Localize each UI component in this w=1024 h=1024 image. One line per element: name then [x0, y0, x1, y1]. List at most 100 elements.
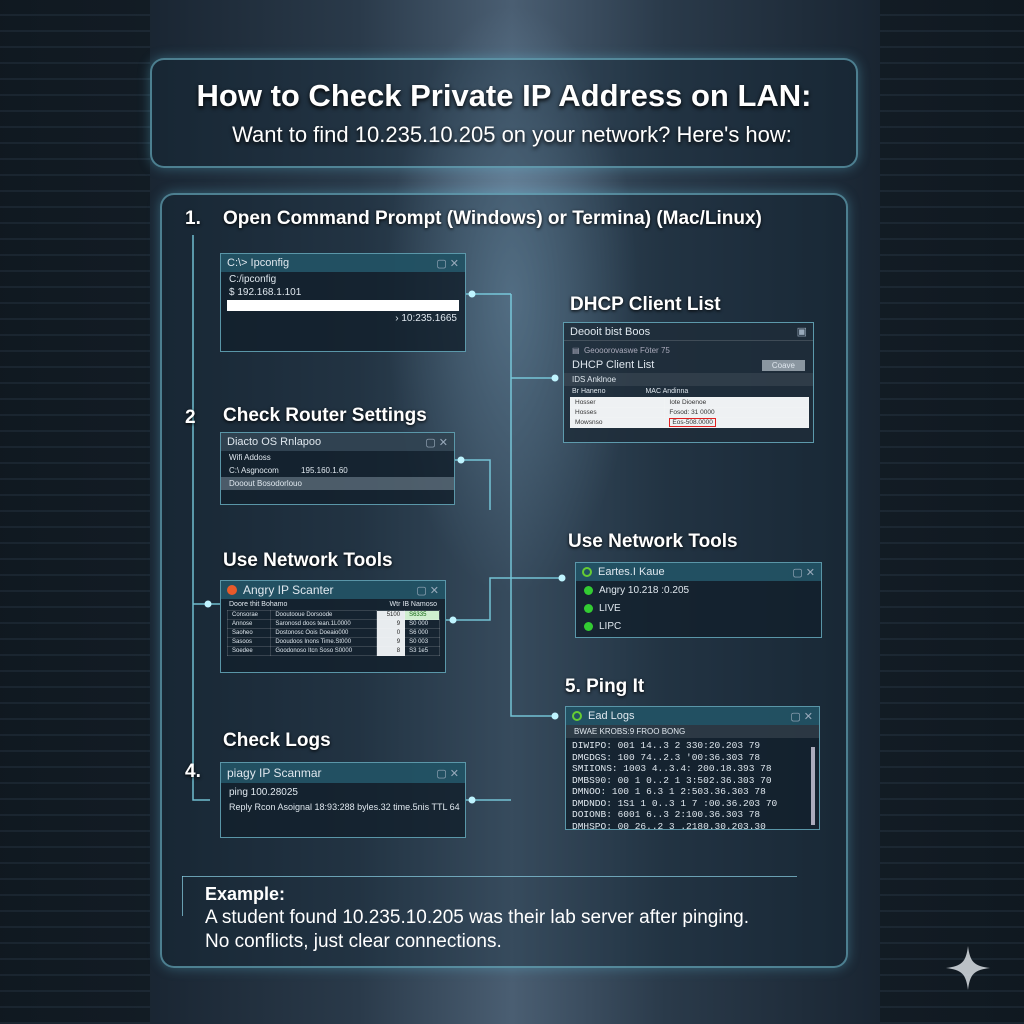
scan-cell: Dooudoos Inons Time.St000: [270, 637, 378, 647]
log-line: DMGDGS: 100 74..2.3 '00:36.303 78: [572, 751, 761, 763]
scan-cell: S0 000: [404, 619, 440, 629]
live-dot-icon: [584, 621, 593, 631]
connector-tools: [446, 577, 565, 621]
scrollbar[interactable]: [811, 747, 815, 825]
logs-title: Check Logs: [223, 730, 331, 751]
window-title: Eartes.I Kaue: [598, 566, 665, 578]
log-line: DMHSPO: 00 26..2 3 .2180.30.203.30: [572, 820, 766, 830]
close-icon[interactable]: ▢ ✕: [792, 566, 815, 579]
log-line: DMDNDO: 1S1 1 0..3 1 7 :00.36.203 70: [572, 797, 778, 809]
live-dot-icon: [584, 603, 593, 613]
example-line-1: A student found 10.235.10.205 was their …: [205, 907, 749, 928]
scan-cell: S3 1e5: [404, 646, 440, 656]
terminal-line: C:/ipconfig: [229, 274, 277, 285]
status-icon: [582, 567, 592, 577]
dhcp-section: IDS Anklnoe: [564, 373, 813, 386]
scan-cell: S6335: [404, 610, 440, 620]
cell: Iote Dioenoe: [664, 397, 810, 408]
status-line: LIPC: [576, 616, 821, 634]
scan-cell: Dostonosc Oois Doeaio000: [270, 628, 378, 638]
log-line: DIWIPO: 001 14..3 2 330:20.203 79: [572, 740, 761, 751]
window-title: C:\> Ipconfig: [227, 257, 290, 269]
scan-cell: 8: [376, 646, 406, 656]
window-title: Diacto OS Rnlapoo: [227, 436, 322, 448]
scan-cell: Saoheo: [226, 628, 272, 638]
tools-left-title: Use Network Tools: [223, 550, 393, 571]
ping-command: ping 100.28025: [229, 787, 298, 798]
page-title: How to Check Private IP Address on LAN:: [196, 78, 812, 113]
log-line: DOIONB: 6001 6..3 2:100.36.303 78: [572, 809, 761, 820]
connector-right-trunk: [510, 294, 555, 717]
logs-icon: [572, 711, 582, 721]
tools-right-title: Use Network Tools: [568, 531, 738, 552]
highlighted-cell: Eos-508.0000: [664, 417, 810, 428]
status-text: LIVE: [599, 603, 621, 614]
router-field: C:\ Asgnocom 195.160.1.60: [221, 464, 454, 477]
window-title: Angry IP Scanter: [243, 583, 334, 597]
router-window: Diacto OS Rnlapoo▢ ✕ Wifi Addoss C:\ Asg…: [220, 432, 455, 505]
dhcp-subtitle: ▤ Geooorovaswe Föter 75: [572, 346, 670, 355]
scan-cell: Saronosd doos tean.1L0000: [270, 619, 378, 629]
log-line: SMIIONS: 1003 4..3.4: 200.18.393 78: [572, 763, 772, 774]
server-rack-left: [0, 0, 150, 1024]
logs-header: BWAE KROBS:9 FROO BONG: [566, 725, 819, 738]
close-icon[interactable]: ▢ ✕: [436, 257, 459, 270]
log-line: DMBS90: 00 1 0..2 1 3:502.36.303 70: [572, 774, 772, 786]
step-1-title: Open Command Prompt (Windows) or Termina…: [223, 208, 762, 229]
close-icon[interactable]: ▢ ✕: [425, 436, 448, 449]
step-1-number: 1.: [185, 208, 201, 229]
ping-title: 5. Ping It: [565, 676, 645, 697]
status-line: Angry 10.218 :0.205: [576, 581, 821, 598]
scan-cell: Goodonoso Itcn Soso S0000: [270, 646, 378, 656]
column-header: Br Haneno: [572, 388, 606, 395]
dhcp-columns: Br Haneno MAC Andinna: [564, 386, 813, 397]
scan-cell: S0 003: [404, 637, 440, 647]
close-icon[interactable]: ▢ ✕: [790, 710, 813, 723]
scan-cell: 9: [376, 637, 406, 647]
router-ip: 195.160.1.60: [301, 466, 348, 475]
scan-cell: Dooutooue Dorsoode: [270, 610, 378, 620]
example-divider: [182, 876, 797, 877]
status-text: LIPC: [599, 621, 622, 632]
cell: Hosses: [569, 407, 666, 418]
status-text: Angry 10.218 :0.205: [599, 585, 690, 596]
connector-left-trunk: [192, 235, 210, 801]
ping-reply: Reply Rcon Asoignal 18:93:288 byles.32 t…: [229, 802, 460, 812]
example-bracket: [182, 876, 183, 916]
terminal-result: › 10:235.1665: [395, 313, 457, 324]
status-dot-icon: [584, 585, 593, 595]
field-label: C:\ Asgnocom: [229, 466, 279, 475]
close-icon[interactable]: ▢ ✕: [436, 767, 459, 780]
status-window: Eartes.I Kaue ▢ ✕ Angry 10.218 :0.205 LIV…: [575, 562, 822, 638]
ping-window: piagy IP Scanmar ▢ ✕ ping 100.28025 Reply…: [220, 762, 466, 838]
window-title: piagy IP Scanmar: [227, 766, 322, 780]
dhcp-title: DHCP Client List: [570, 294, 721, 315]
log-line: DMNOO: 100 1 6.3 1 2:503.36.303 78: [572, 786, 766, 797]
scan-cell: 9: [376, 619, 406, 629]
app-logo-icon: [227, 585, 237, 595]
scan-header-label: Doore thit Bohamo: [229, 601, 288, 608]
ip-result: 10:235.1665: [401, 313, 457, 324]
scan-cell: Annose: [226, 619, 272, 629]
terminal-input-bar[interactable]: [227, 300, 459, 311]
scan-cell: Sasoos: [226, 637, 272, 647]
window-icon[interactable]: ▣: [796, 326, 807, 338]
router-field-selected[interactable]: Dooout Bosodorlouo: [221, 477, 454, 490]
server-rack-right: [880, 0, 1024, 1024]
status-line: LIVE: [576, 598, 821, 616]
close-icon[interactable]: ▢ ✕: [416, 584, 439, 597]
save-button[interactable]: Coave: [761, 359, 805, 371]
step-4-number: 4.: [185, 761, 201, 782]
window-title: Deooit bist Boos: [570, 325, 651, 338]
column-header: MAC Andinna: [645, 388, 689, 395]
